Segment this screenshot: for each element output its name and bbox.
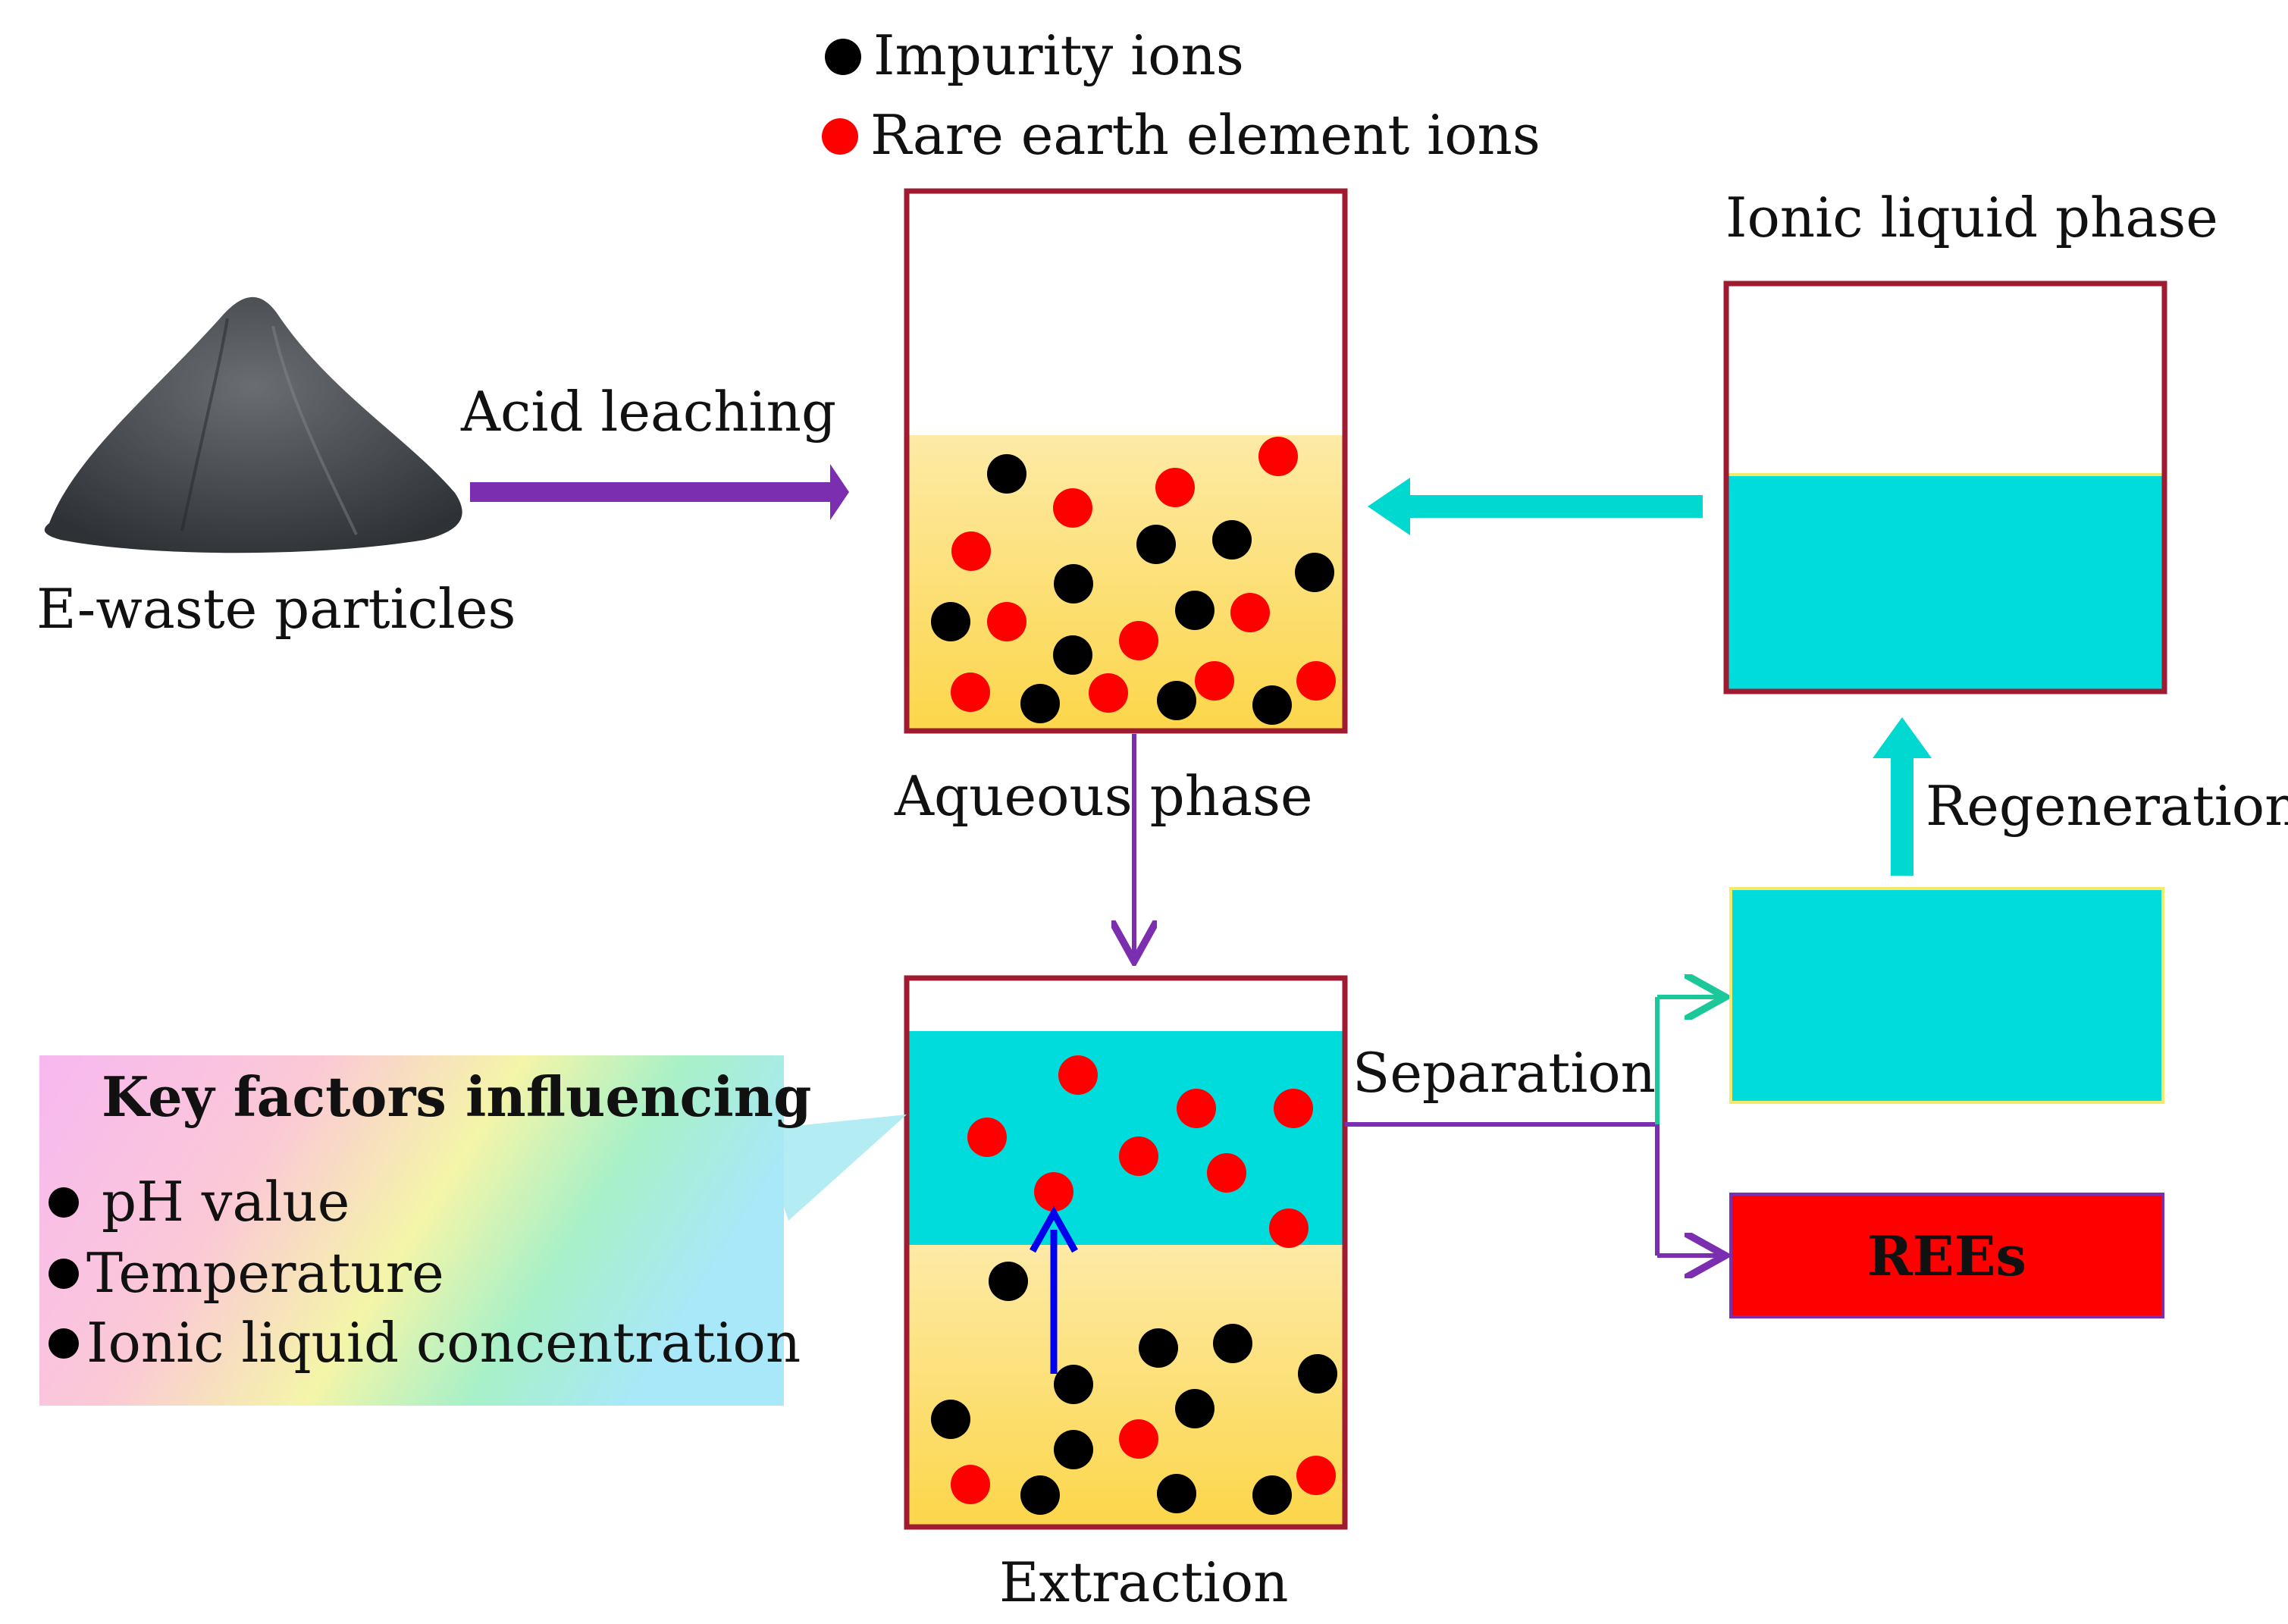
regeneration-arrow [1873, 717, 1932, 876]
ionic-liquid-phase-label: Ionic liquid phase [1725, 186, 2218, 249]
extraction-label: Extraction [999, 1550, 1288, 1614]
acid-leaching-arrow [470, 464, 849, 520]
factor-bullet-3 [49, 1328, 79, 1359]
impurity-legend-label: Impurity ions [873, 24, 1244, 87]
impurity-legend-dot [825, 39, 861, 75]
separation-arrows [1345, 997, 1721, 1256]
ewaste-label: E-waste particles [36, 577, 516, 641]
aqueous-phase-container [904, 188, 1348, 734]
key-factors-callout: Key factors influencing pH value Tempera… [39, 1055, 907, 1406]
extraction-ions [931, 1055, 1337, 1515]
ree-legend-label: Rare earth element ions [870, 103, 1540, 167]
acid-leaching-label: Acid leaching [460, 380, 836, 444]
key-factors-title: Key factors influencing [102, 1064, 811, 1129]
regeneration-label: Regeneration [1926, 774, 2288, 838]
ionic-recycle-arrow [1368, 478, 1703, 535]
extraction-container [904, 975, 1348, 1530]
legend: Impurity ions Rare earth element ions [822, 24, 1540, 167]
extraction-direction-arrow [1030, 1205, 1078, 1374]
aqueous-phase-label: Aqueous phase [894, 764, 1313, 828]
separation-label: Separation [1352, 1041, 1656, 1105]
factor-item-3: Ionic liquid concentration [86, 1311, 801, 1375]
aqueous-ions [931, 437, 1336, 725]
factor-bullet-2 [49, 1259, 79, 1289]
ewaste-pile-image [44, 296, 462, 553]
factor-item-1: pH value [102, 1170, 349, 1234]
factor-bullet-1 [49, 1187, 79, 1218]
factor-item-2: Temperature [86, 1241, 444, 1305]
rees-label: REEs [1867, 1224, 2026, 1288]
rees-box: REEs [1729, 1193, 2164, 1318]
ionic-liquid-container [1723, 281, 2167, 694]
loaded-ionic-liquid-box [1729, 887, 2164, 1104]
ree-legend-dot [822, 118, 858, 155]
